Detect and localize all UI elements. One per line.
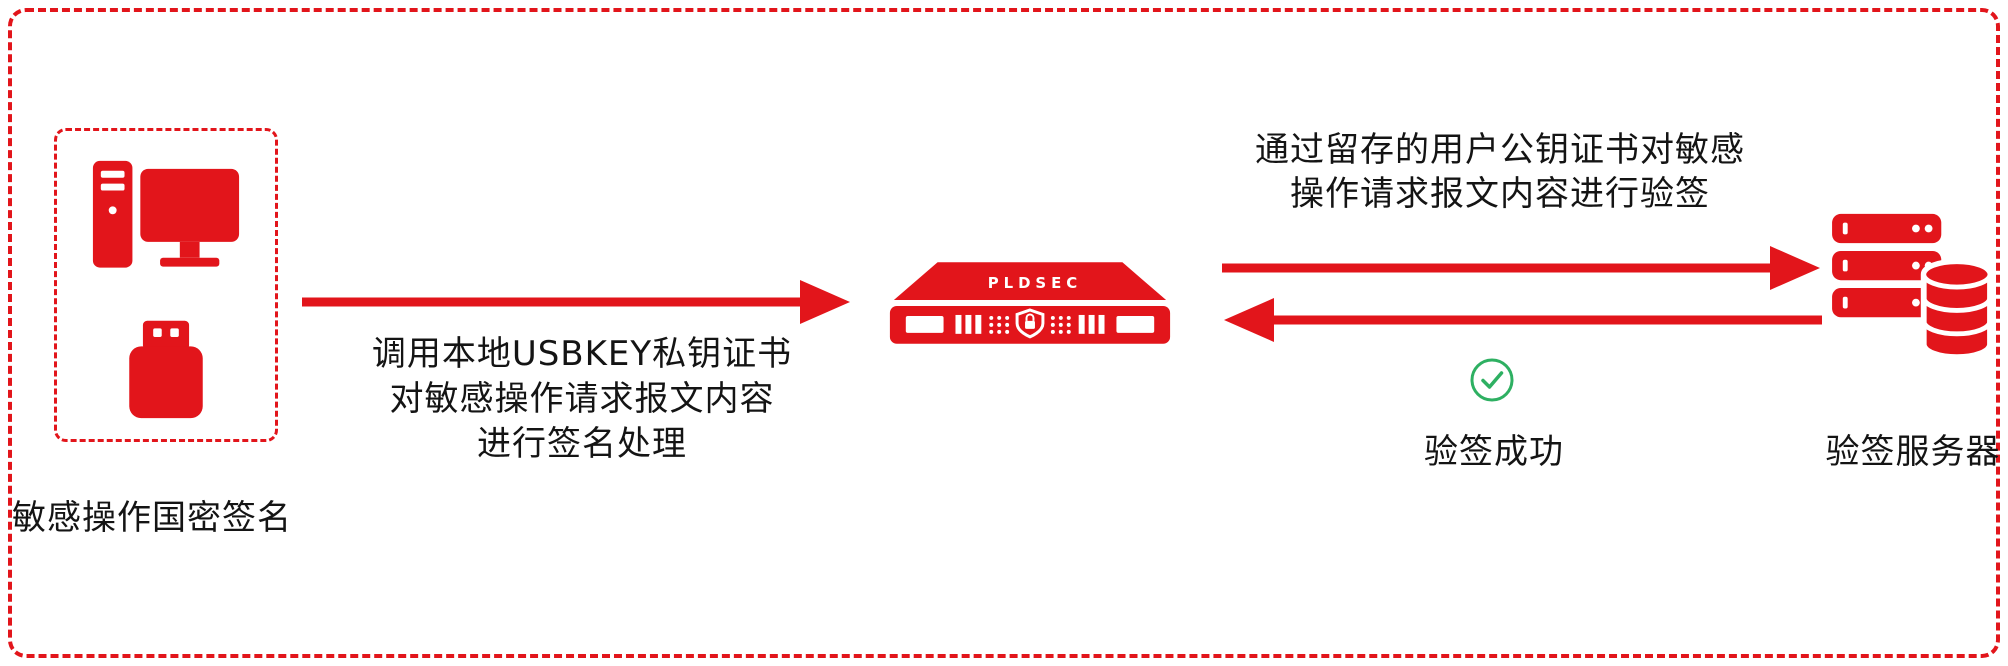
shield-lock-icon [1015,308,1045,339]
sign-caption: 调用本地USBKEY私钥证书 对敏感操作请求报文内容 进行签名处理 [322,332,842,467]
gateway-name: PLDSEC [988,274,1082,292]
database-icon [1920,258,1993,361]
verify-caption-line: 操作请求报文内容进行验签 [1290,174,1710,215]
server-database-icon [1832,213,1993,361]
sign-caption-line: 调用本地USBKEY私钥证书 [371,334,793,374]
verify-success-label: 验签成功 [1424,432,1564,472]
sign-caption-line: 对敏感操作请求报文内容 [389,378,775,419]
gateway-device-icon: PLDSEC [889,262,1171,344]
client-label: 敏感操作国密签名 [12,498,292,538]
sign-caption-line: 进行签名处理 [477,423,687,464]
check-circle-icon [1470,358,1514,402]
server-label: 验签服务器 [1825,432,2001,472]
led-dots-right [1050,315,1071,334]
usbkey-icon [129,320,203,419]
verify-caption-line: 通过留存的用户公钥证书对敏感 [1255,130,1745,170]
client-dashed-box [54,128,278,442]
port-bars-right [1078,314,1105,334]
led-dots-left [989,315,1010,334]
computer-icon [92,160,240,268]
server-rack [1832,213,1942,318]
port-bars-left [955,314,982,334]
verify-request-arrow [1222,246,1820,290]
verify-caption: 通过留存的用户公钥证书对敏感 操作请求报文内容进行验签 [1160,128,1840,216]
sign-request-arrow [302,280,850,324]
verify-response-arrow [1224,298,1822,342]
